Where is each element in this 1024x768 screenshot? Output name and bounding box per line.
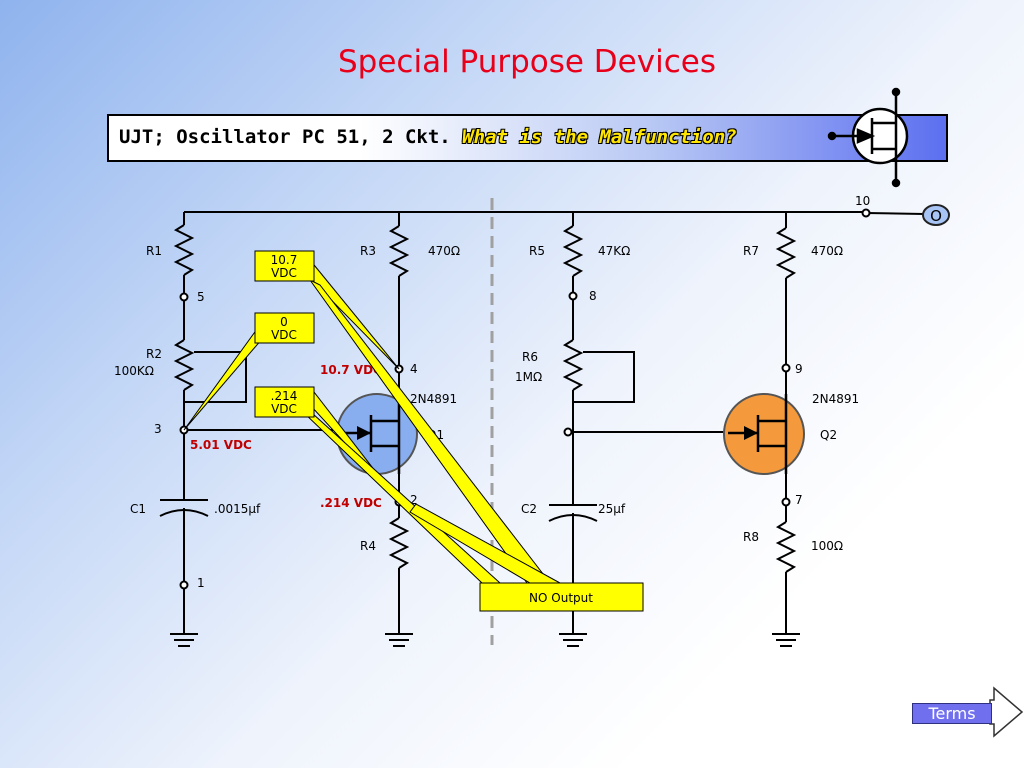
- r8-label: R8: [743, 530, 759, 544]
- r3-label: R3: [360, 244, 376, 258]
- r1-resistor: [173, 224, 195, 276]
- node-9-label: 9: [795, 362, 803, 376]
- reading-node-3: 5.01 VDC: [190, 438, 252, 452]
- callout-10-7-vdc: 10.7 VDC: [254, 250, 315, 282]
- c1-label: C1: [130, 502, 146, 516]
- q1-part: 2N4891: [410, 392, 457, 406]
- r7-resistor: [775, 227, 797, 279]
- r2-potentiometer: [173, 339, 195, 391]
- q2-part: 2N4891: [812, 392, 859, 406]
- r8-value: 100Ω: [811, 539, 843, 553]
- callout-0-vdc: 0 VDC: [254, 312, 315, 344]
- callout-214-vdc: .214 VDC: [254, 386, 315, 418]
- node-9-test-point: [781, 363, 791, 373]
- node-10-test-point: [861, 208, 871, 218]
- r7-label: R7: [743, 244, 759, 258]
- node-8-test-point: [568, 291, 578, 301]
- node-10-label: 10: [855, 194, 870, 208]
- node-5-test-point: [179, 292, 189, 302]
- r4-resistor: [388, 517, 410, 569]
- node-8-label: 8: [589, 289, 597, 303]
- r6-potentiometer: [562, 339, 584, 391]
- r4-label: R4: [360, 539, 376, 553]
- node-4-label: 4: [410, 362, 418, 376]
- node-5-label: 5: [197, 290, 205, 304]
- r8-resistor: [775, 521, 797, 573]
- r2-value: 100KΩ: [114, 364, 154, 378]
- q2-label: Q2: [820, 428, 837, 442]
- r3-resistor: [388, 225, 410, 277]
- callout-10-7-line2: VDC: [271, 266, 297, 280]
- header-question: What is the Malfunction?: [462, 126, 737, 148]
- header-description: UJT; Oscillator PC 51, 2 Ckt.: [119, 126, 451, 148]
- node-7-label: 7: [795, 493, 803, 507]
- callout-214-line2: VDC: [271, 402, 297, 416]
- ujt-symbol-icon: [827, 87, 909, 188]
- c1-value: .0015μf: [214, 502, 261, 516]
- header-text: UJT; Oscillator PC 51, 2 Ckt. What is th…: [119, 126, 737, 148]
- r5-value: 47KΩ: [598, 244, 630, 258]
- slide-title: Special Purpose Devices: [338, 44, 716, 80]
- node-3-label: 3: [154, 422, 162, 436]
- terms-arrow-icon[interactable]: [989, 686, 1024, 738]
- callout-0-line1: 0: [280, 315, 288, 329]
- callout-214-line1: .214: [271, 389, 298, 403]
- header-banner: [107, 114, 948, 162]
- c2-label: C2: [521, 502, 537, 516]
- r5-resistor: [562, 225, 584, 277]
- output-terminal: O: [922, 204, 950, 226]
- q2-transistor: [723, 393, 805, 475]
- no-output-label: NO Output: [529, 591, 593, 605]
- r6-label: R6: [522, 350, 538, 364]
- r6-value: 1MΩ: [515, 370, 542, 384]
- node-1-test-point: [179, 580, 189, 590]
- callout-10-7-line1: 10.7: [271, 253, 298, 267]
- terms-button[interactable]: Terms: [912, 703, 992, 724]
- r7-value: 470Ω: [811, 244, 843, 258]
- r5-label: R5: [529, 244, 545, 258]
- output-terminal-label: O: [930, 207, 942, 225]
- node-7-test-point: [781, 497, 791, 507]
- c2-value: 25μf: [598, 502, 626, 516]
- r2-label: R2: [146, 347, 162, 361]
- reading-node-2: .214 VDC: [320, 496, 382, 510]
- no-output-callout: NO Output: [479, 582, 644, 612]
- node-2-label: 2: [410, 493, 418, 507]
- r3-value: 470Ω: [428, 244, 460, 258]
- node-1-label: 1: [197, 576, 205, 590]
- r1-label: R1: [146, 244, 162, 258]
- reading-node-4: 10.7 VDC: [320, 363, 382, 377]
- node-junction-c2: [563, 427, 573, 437]
- callout-0-line2: VDC: [271, 328, 297, 342]
